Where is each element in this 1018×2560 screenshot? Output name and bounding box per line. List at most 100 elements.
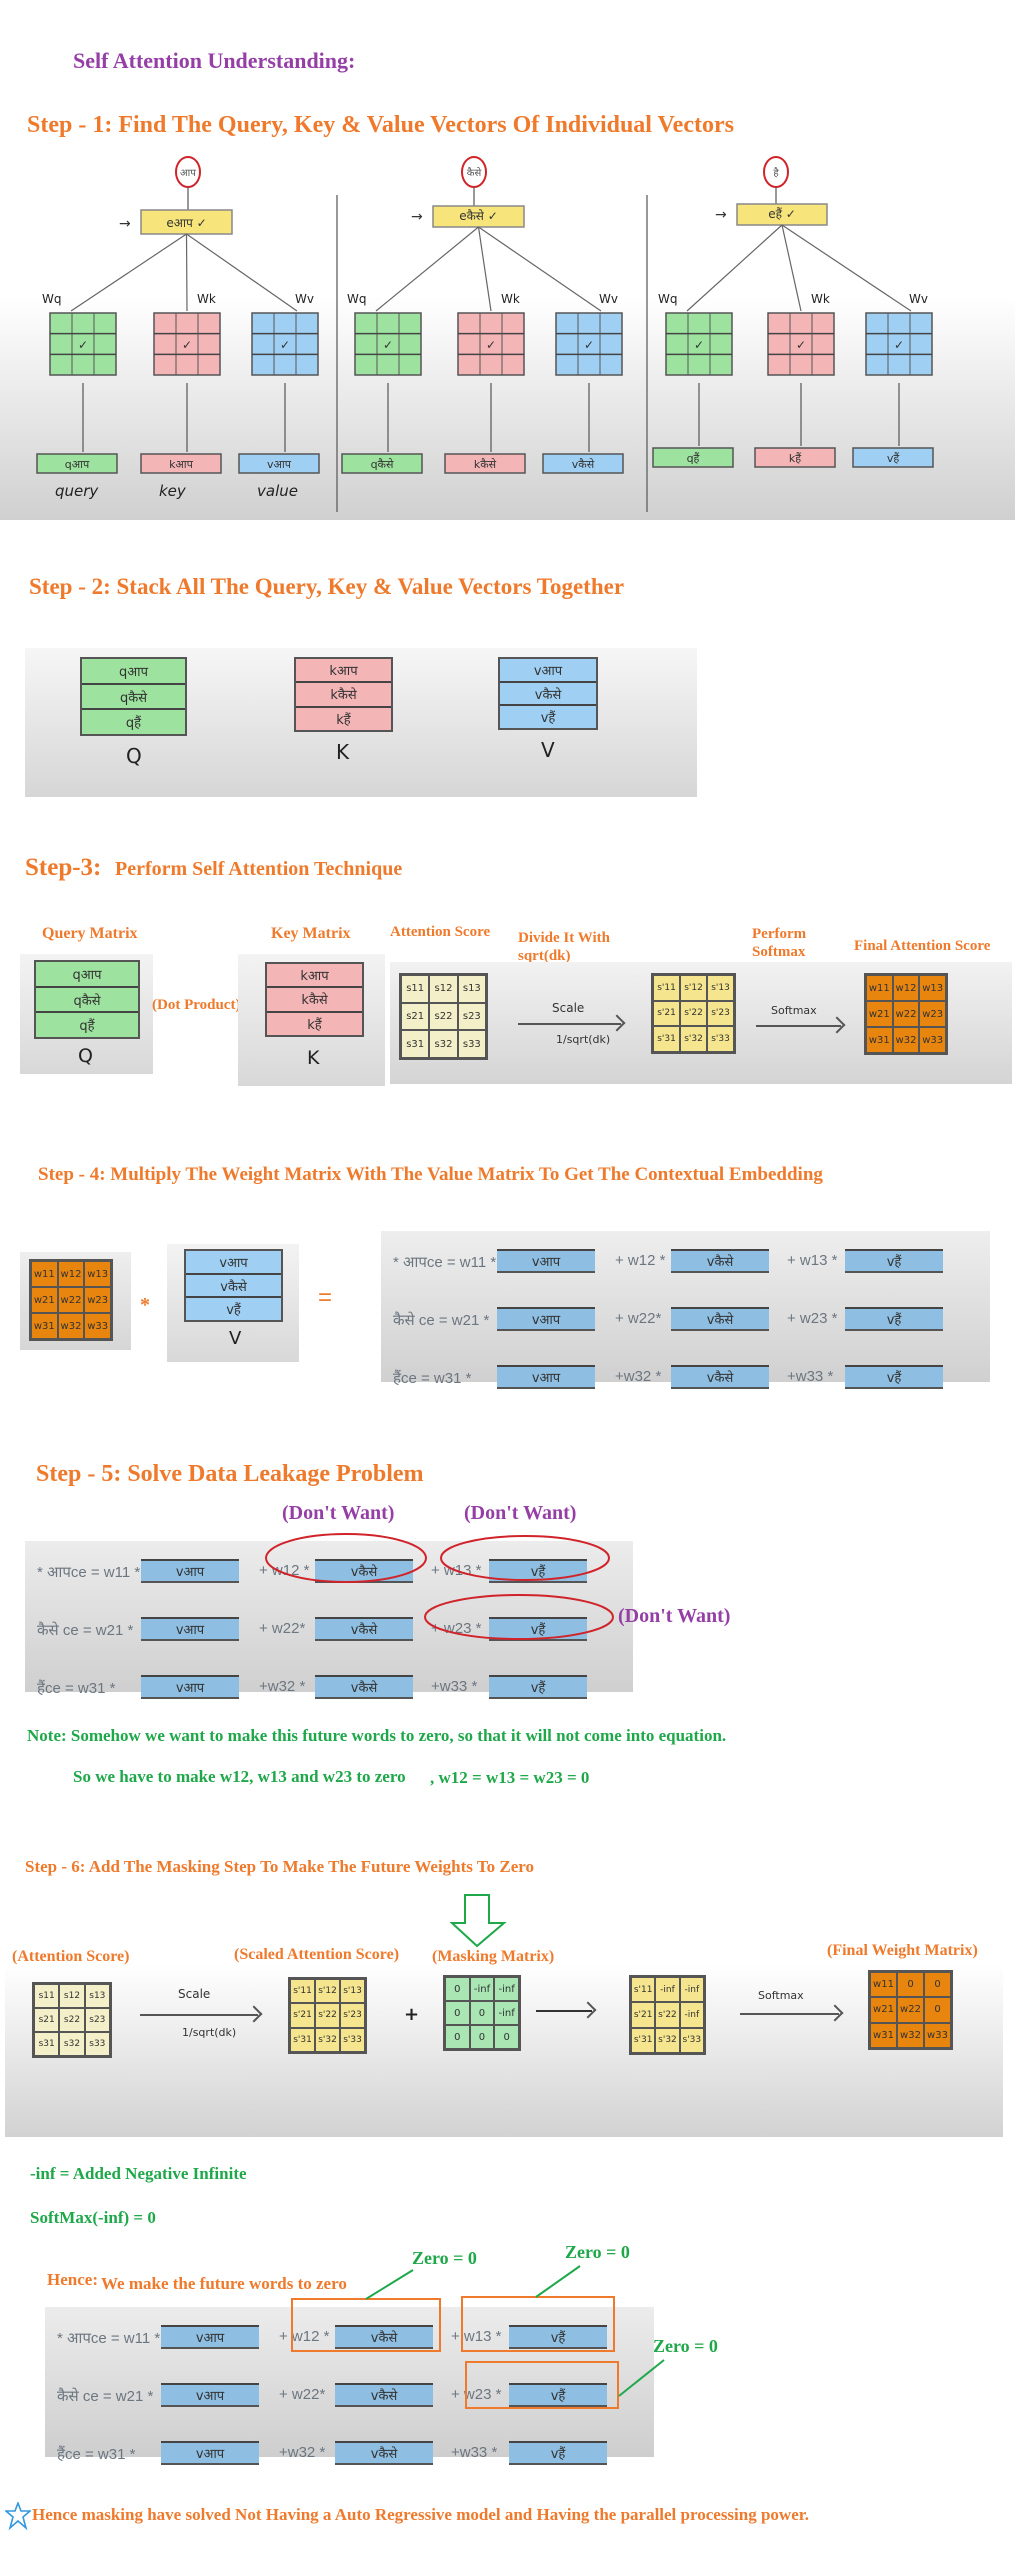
matrix-cell: w32 xyxy=(892,1027,920,1053)
output-vector-label: kआप xyxy=(169,458,194,471)
matrix-cell: s'11 xyxy=(290,1979,315,2004)
equals-sign: = xyxy=(318,1284,333,1311)
matrix-cell: s'31 xyxy=(631,2027,656,2053)
output-vector xyxy=(542,453,624,474)
softmax-title-line2: Softmax xyxy=(752,944,806,960)
input-word: आप xyxy=(180,168,196,179)
value-vector-box: vआप xyxy=(161,2325,259,2349)
vector-row: qआप xyxy=(82,659,185,685)
step6-softmax-arrow xyxy=(740,2013,839,2015)
weight-matrix-grid xyxy=(865,312,933,376)
inf-note: -inf = Added Negative Infinite xyxy=(30,2164,247,2183)
step3-heading-prefix: Step-3: xyxy=(25,854,102,881)
matrix-cell: s'33 xyxy=(679,2027,704,2053)
dont-want-label-w13: (Don't Want) xyxy=(464,1502,577,1524)
value-vector-box: vआप xyxy=(161,2383,259,2407)
equation-label: * आपce = w11 * xyxy=(57,2330,161,2347)
equation-weight-term: +w32 * xyxy=(259,1678,306,1695)
matrix-cell: w22 xyxy=(897,1997,924,2023)
vector-row: vहैं xyxy=(226,1303,241,1319)
attention-score-caption: (Attention Score) xyxy=(12,1948,130,1965)
divide-title-line1: Divide It With xyxy=(518,930,610,946)
output-vector xyxy=(852,447,934,468)
matrix-cell: s'12 xyxy=(315,1979,340,2004)
step3-q-label: Q xyxy=(78,1045,93,1067)
matrix-cell: s'32 xyxy=(315,2027,340,2052)
value-vector-box: vआप xyxy=(497,1307,595,1331)
matrix-cell: s22 xyxy=(429,1002,458,1031)
matrix-cell: s12 xyxy=(429,975,458,1003)
step4-v-label: V xyxy=(229,1328,242,1349)
vector-row: vआप xyxy=(186,1251,281,1275)
weight-label: Wv xyxy=(909,292,928,306)
ellipse-w23 xyxy=(424,1594,614,1640)
scale-factor-label: 1/sqrt(dk) xyxy=(556,1033,611,1046)
contextual-embedding-equations: * आपce = w11 *vआप+ w12 *vकैसे+ w13 *vहैं… xyxy=(381,1231,990,1389)
weight-label: Wv xyxy=(599,292,618,306)
hence-prefix: Hence: xyxy=(47,2270,98,2289)
value-vector-box: vहैं xyxy=(489,1617,587,1641)
equation-weight-term: + w23 * xyxy=(451,2386,502,2403)
value-vector-box: vहैं xyxy=(509,2383,607,2407)
equation-weight-term: +w32 * xyxy=(279,2444,326,2461)
matrix-cell: w22 xyxy=(57,1287,85,1313)
value-vector-box: vआप xyxy=(497,1365,595,1389)
vector-row: vकैसे xyxy=(500,683,596,707)
matrix-cell: w33 xyxy=(924,2022,951,2048)
matrix-cell: w13 xyxy=(919,975,946,1001)
query-matrix-title: Query Matrix xyxy=(42,925,138,942)
output-vector-label: vआप xyxy=(267,458,292,471)
matrix-cell: s22 xyxy=(59,2008,85,2032)
value-vector-box: vकैसे xyxy=(335,2441,433,2465)
equation-label: हैंce = w31 * xyxy=(393,1370,472,1387)
ellipse-w13 xyxy=(440,1535,610,1581)
matrix-cell: w23 xyxy=(919,1001,946,1027)
matrix-cell: 0 xyxy=(445,2025,470,2049)
multiply-sign: * xyxy=(140,1294,150,1316)
weight-label: Wk xyxy=(811,292,830,306)
matrix-cell: s31 xyxy=(34,2032,60,2056)
softmax-title-line1: Perform xyxy=(752,926,807,942)
matrix-cell: w31 xyxy=(870,2022,897,2048)
weight-label: Wk xyxy=(501,292,520,306)
matrix-cell: s33 xyxy=(84,2032,110,2056)
divide-title-line2: sqrt(dk) xyxy=(518,948,571,964)
matrix-cell: s11 xyxy=(34,1984,60,2008)
output-vector xyxy=(341,453,423,474)
output-type-label: query xyxy=(55,482,99,500)
vector-row: kकैसे xyxy=(296,683,391,708)
scale-label: Scale xyxy=(552,1001,585,1015)
projection-arrow xyxy=(375,226,479,312)
output-vector xyxy=(36,453,118,474)
step5-heading: Step - 5: Solve Data Leakage Problem xyxy=(36,1461,424,1487)
dont-want-ellipses xyxy=(265,1533,614,1640)
conclusion-text: Hence masking have solved Not Having a A… xyxy=(32,2505,809,2524)
value-vector-box: vकैसे xyxy=(315,1559,413,1583)
softmax-arrow-label: Softmax xyxy=(771,1004,817,1017)
matrix-cell: -inf xyxy=(679,1977,704,2003)
check-icon: ✓ xyxy=(584,338,594,352)
output-vector xyxy=(140,453,222,474)
value-vector-box: vकैसे xyxy=(335,2383,433,2407)
weight-label: Wq xyxy=(347,292,366,306)
weight-matrix-grid xyxy=(767,312,835,376)
check-icon: ✓ xyxy=(694,338,704,352)
equation-label: कैसे ce = w21 * xyxy=(37,1622,134,1639)
final-weight-caption: (Final Weight Matrix) xyxy=(827,1942,978,1959)
equation-label: * आपce = w11 * xyxy=(393,1254,497,1271)
pointer-w13 xyxy=(535,2265,581,2298)
value-vector-box: vकैसे xyxy=(335,2325,433,2349)
highlight-w13 xyxy=(461,2296,615,2352)
equation-weight-term: + w22* xyxy=(279,2386,326,2403)
equation-weight-term: + w12 * xyxy=(615,1252,666,1269)
matrix-cell: w22 xyxy=(892,1001,920,1027)
output-vector xyxy=(444,453,526,474)
projection-arrow xyxy=(185,233,188,312)
value-vector-box: vहैं xyxy=(845,1249,943,1273)
